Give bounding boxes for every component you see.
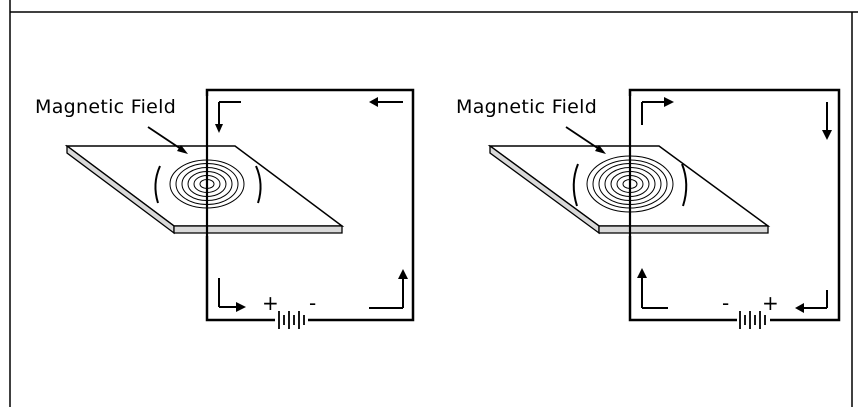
figure-frame	[9, 0, 858, 407]
plate-left	[64, 144, 345, 235]
battery-left-sign-right: -	[722, 291, 729, 315]
field-rings-left	[169, 159, 245, 209]
circuit-wire-left	[205, 88, 415, 322]
battery-left	[278, 311, 305, 329]
magnetic-field-label-right: Magnetic Field	[456, 96, 597, 118]
field-rings-right	[586, 155, 674, 213]
battery-right-sign-right: +	[762, 291, 779, 315]
field-arcs-left	[154, 165, 262, 204]
current-arrows-left	[215, 97, 408, 312]
battery-left-sign-left: +	[262, 291, 279, 315]
battery-right-sign-left: -	[309, 291, 316, 315]
label-pointer-left	[147, 126, 188, 154]
circuit-wire-right	[628, 88, 841, 322]
panel-right: Magnetic Field - +	[456, 88, 841, 329]
label-pointer-right	[565, 126, 606, 154]
current-arrows-right	[637, 97, 832, 313]
field-arcs-right	[572, 163, 688, 207]
battery-right	[739, 311, 766, 329]
magnetic-field-label-left: Magnetic Field	[35, 96, 176, 118]
panel-left: Magnetic Field +	[35, 88, 415, 329]
